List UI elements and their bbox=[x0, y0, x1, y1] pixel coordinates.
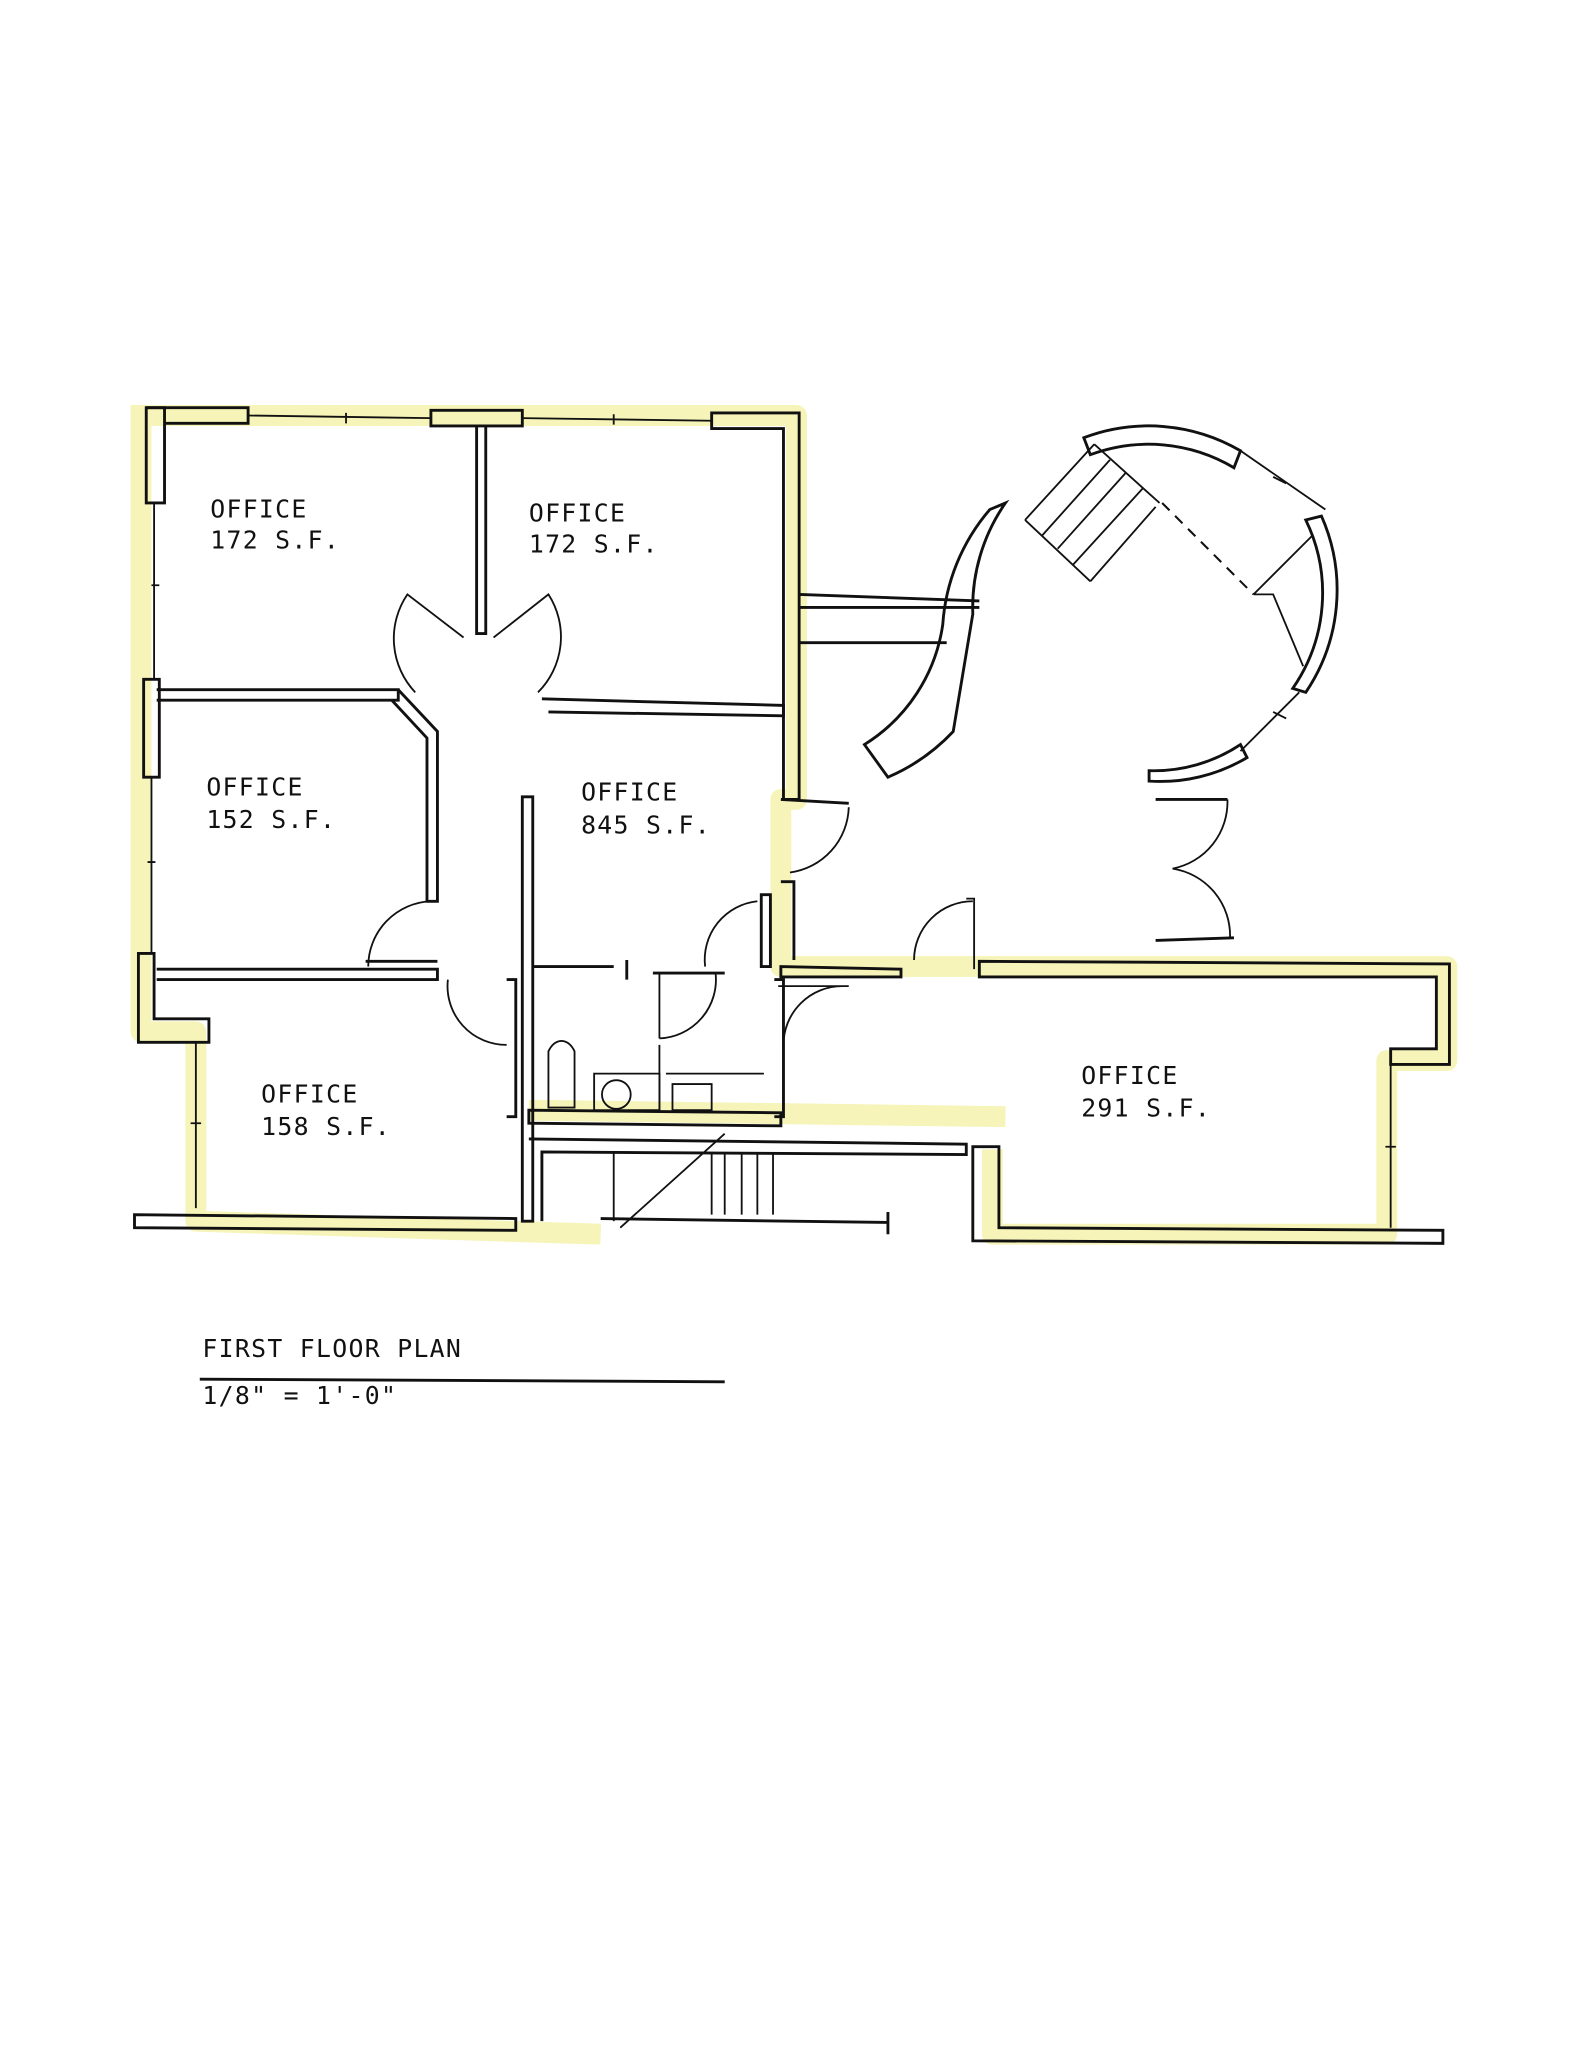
room-office-5: OFFICE 158 S.F. bbox=[261, 1079, 391, 1141]
room-office-1: OFFICE 172 S.F. bbox=[210, 494, 340, 555]
room-area: 845 S.F. bbox=[581, 810, 711, 839]
room-area: 152 S.F. bbox=[206, 805, 336, 834]
room-area: 158 S.F. bbox=[261, 1112, 391, 1141]
room-name: OFFICE bbox=[529, 498, 626, 527]
room-name: OFFICE bbox=[1081, 1061, 1178, 1090]
title-underline bbox=[199, 1377, 725, 1384]
room-name: OFFICE bbox=[210, 494, 307, 523]
plan-title: FIRST FLOOR PLAN bbox=[202, 1334, 462, 1363]
plan-scale: 1/8" = 1'-0" bbox=[202, 1381, 397, 1410]
room-area: 172 S.F. bbox=[210, 526, 340, 555]
room-area: 172 S.F. bbox=[529, 530, 659, 559]
room-office-4: OFFICE 845 S.F. bbox=[581, 778, 711, 840]
room-office-3: OFFICE 152 S.F. bbox=[206, 772, 336, 834]
room-name: OFFICE bbox=[581, 778, 678, 807]
room-name: OFFICE bbox=[206, 772, 303, 801]
room-area: 291 S.F. bbox=[1081, 1094, 1211, 1123]
room-labels: OFFICE 172 S.F. OFFICE 172 S.F. OFFICE 1… bbox=[206, 494, 1211, 1141]
walls bbox=[133, 406, 1451, 1384]
room-office-2: OFFICE 172 S.F. bbox=[529, 498, 659, 559]
room-office-6: OFFICE 291 S.F. bbox=[1081, 1061, 1211, 1123]
room-name: OFFICE bbox=[261, 1079, 358, 1108]
